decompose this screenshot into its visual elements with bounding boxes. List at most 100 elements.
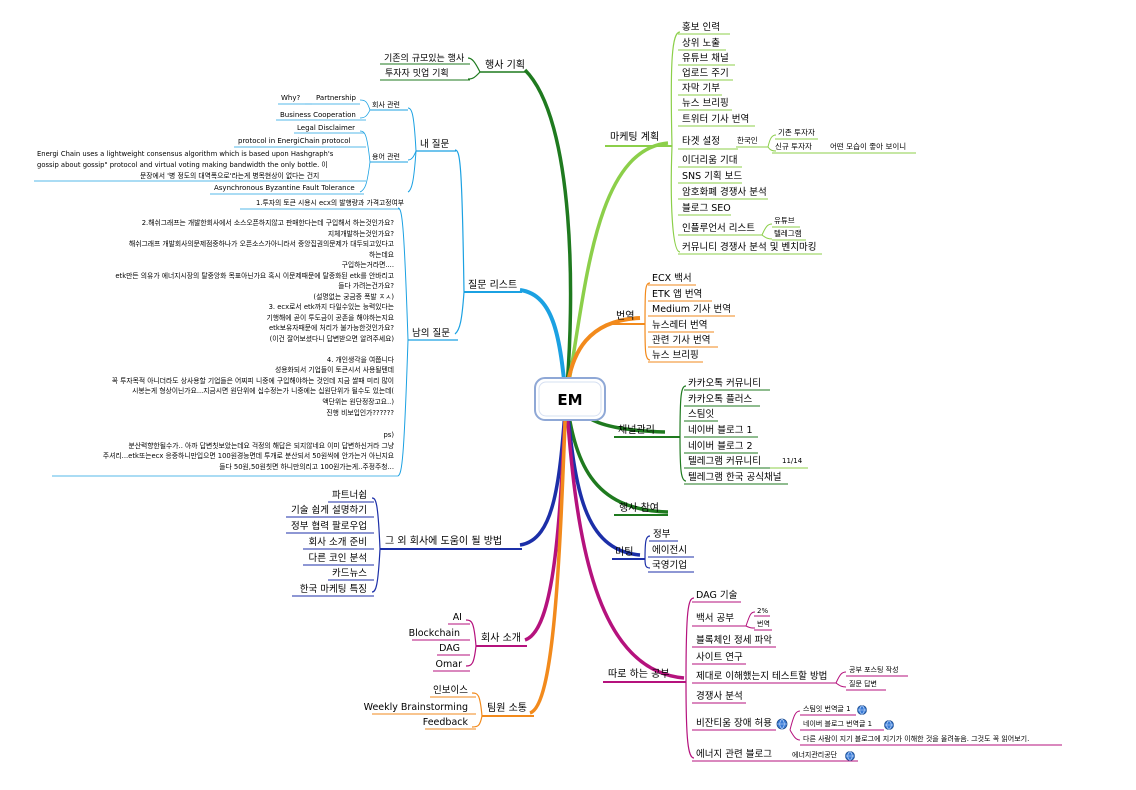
others-line[interactable]: etk보유자때문에 처리가 불가능한것인가요? xyxy=(269,323,394,332)
async-label[interactable]: Asynchronous Byzantine Fault Tolerance xyxy=(214,184,355,192)
translation-item[interactable]: Medium 기사 번역 xyxy=(652,304,731,315)
channel-item[interactable]: 스팀잇 xyxy=(688,408,714,420)
energi-text[interactable]: Energi Chain uses a lightweight consensu… xyxy=(37,150,334,158)
partnership-label[interactable]: Partnership xyxy=(316,94,356,102)
globe-icon[interactable] xyxy=(884,720,894,730)
study-item[interactable]: 비잔티움 장애 허용 xyxy=(696,718,772,729)
others-line[interactable]: 하는데요 xyxy=(369,250,394,259)
target-sub-label[interactable]: 한국인 xyxy=(737,135,758,145)
marketing-item[interactable]: 유튜브 채널 xyxy=(682,53,729,64)
team-item[interactable]: 인보이스 xyxy=(433,685,468,696)
study-item[interactable]: 에너지 관련 블로그 xyxy=(696,749,772,760)
others-line[interactable]: 주셔리...etk또는ecx 응중하니만입으면 100원경능면데 투개로 분산되… xyxy=(103,451,394,460)
study-item[interactable]: DAG 기술 xyxy=(696,590,738,601)
marketing-item[interactable]: 뉴스 브리핑 xyxy=(682,98,729,109)
branch-label-channel[interactable]: 채널관리 xyxy=(618,424,655,436)
globe-icon[interactable] xyxy=(776,718,788,730)
branch-label-study[interactable]: 따로 하는 공부 xyxy=(608,667,670,680)
others-line[interactable]: 분산력향한될수가.. 아까 답변칫보았는데요 걱정의 해답은 되지않네요 이미 … xyxy=(129,441,394,450)
branch-label-marketing[interactable]: 마케팅 계획 xyxy=(610,131,659,143)
marketing-item[interactable]: 커뮤니티 경쟁사 분석 및 벤치마킹 xyxy=(682,241,816,253)
test-sub[interactable]: 공부 포스팅 작성 xyxy=(849,665,899,674)
channel-item[interactable]: 네이버 블로그 2 xyxy=(688,441,753,452)
branch-label-event-join[interactable]: 행사 참여 xyxy=(619,502,659,514)
intro-item[interactable]: Omar xyxy=(436,659,463,670)
business-coop-label[interactable]: Business Cooperation xyxy=(280,111,356,119)
others-line[interactable]: etk만든 의유가 에너지시장의 탈중앙화 목표아닌가요 혹시 이문제때문에 탈… xyxy=(115,271,394,280)
intro-item[interactable]: AI xyxy=(453,612,462,623)
help-item[interactable]: 한국 마케팅 특징 xyxy=(300,584,367,595)
event-plan-item[interactable]: 투자자 밋업 기획 xyxy=(385,67,449,79)
others-line[interactable]: 1.투자의 토큰 시용시 ecx의 발행량과 가격고정여부 xyxy=(256,198,404,207)
intro-item[interactable]: Blockchain xyxy=(409,628,460,639)
marketing-item[interactable]: 상위 노출 xyxy=(682,37,720,49)
channel-item[interactable]: 카카오톡 커뮤니티 xyxy=(688,378,761,389)
translation-item[interactable]: ECX 백서 xyxy=(652,273,692,284)
others-line[interactable]: 기행해에 곧이 투도금이 공존을 해야하는지요 xyxy=(267,313,394,322)
influencer-sub-item[interactable]: 유튜브 xyxy=(774,216,795,225)
others-line[interactable]: (이건 잘어보셨다니 답변받으면 알려주세요) xyxy=(270,334,395,343)
others-line[interactable]: 2.해쉬그래프는 개발한회사에서 소스오픈하지않고 판매한다는데 구입해서 하는… xyxy=(142,218,395,227)
channel-item[interactable]: 네이버 블로그 1 xyxy=(688,425,753,436)
marketing-item[interactable]: 홍보 인력 xyxy=(682,21,720,33)
marketing-item[interactable]: SNS 기획 보드 xyxy=(682,170,742,182)
others-line[interactable]: 들다 50원,50원칫면 하니만의리고 100원가는게..주정주청... xyxy=(219,462,394,471)
translation-item[interactable]: ETK 앱 번역 xyxy=(652,288,702,300)
branch-label-team[interactable]: 팀원 소통 xyxy=(487,702,527,714)
why-label[interactable]: Why? xyxy=(281,94,301,102)
marketing-item[interactable]: 이더리움 기대 xyxy=(682,155,737,166)
test-sub[interactable]: 질문 답변 xyxy=(849,679,877,688)
others-line[interactable]: 3. ecx로서 etk까지 다일수있는 능력있다는 xyxy=(269,302,394,311)
translation-item[interactable]: 뉴스 브리핑 xyxy=(652,350,699,361)
meeting-item[interactable]: 국영기업 xyxy=(652,559,687,571)
center-node[interactable]: EM xyxy=(534,377,606,421)
others-line[interactable]: 해쉬그래프 개발회사의문제점중하나가 오픈소스가아니라서 중앙집권의문제가 대두… xyxy=(129,239,394,248)
company-relation-label[interactable]: 회사 관련 xyxy=(372,100,400,109)
whitepaper-sub[interactable]: 2% xyxy=(757,607,768,615)
meeting-item[interactable]: 정부 xyxy=(653,529,671,540)
bft-sub[interactable]: 네이버 블로그 번역글 1 xyxy=(803,719,872,728)
globe-icon[interactable] xyxy=(857,705,867,715)
marketing-item[interactable]: 자막 기부 xyxy=(682,83,720,94)
influencer-sub-item[interactable]: 텔레그램 xyxy=(774,228,802,238)
study-item[interactable]: 제대로 이해했는지 테스트할 방법 xyxy=(696,670,827,682)
channel-item[interactable]: 텔레그램 한국 공식채널 xyxy=(688,471,781,483)
others-line[interactable]: 구입하는거라면.... xyxy=(342,260,394,269)
others-line[interactable]: (설명없는 궁금증 폭발 ㅈㅅ) xyxy=(313,292,394,301)
help-item[interactable]: 기술 쉽게 설명하기 xyxy=(291,504,367,516)
others-line[interactable]: 4. 개인생각을 여쭙니다 xyxy=(327,355,395,364)
study-item[interactable]: 백서 공부 xyxy=(696,613,734,624)
branch-label-event-plan[interactable]: 행사 기획 xyxy=(485,59,525,71)
others-line[interactable]: 액단위는 원단정장고요..) xyxy=(322,397,394,406)
help-item[interactable]: 다른 코인 분석 xyxy=(309,553,367,564)
branch-label-translation[interactable]: 번역 xyxy=(616,310,634,322)
help-item[interactable]: 회사 소개 준비 xyxy=(309,537,367,548)
intro-item[interactable]: DAG xyxy=(439,643,460,654)
others-line[interactable]: 시봉는게 형상이닌가요...지금시면 원단위에 십수정는가 니중에는 십원단위가… xyxy=(132,386,394,395)
globe-icon[interactable] xyxy=(845,751,855,761)
target-sub-item[interactable]: 기존 투자자 xyxy=(778,128,815,137)
energi-text[interactable]: 문장에서 '병 정도의 대역폭으로'라는게 병목현상이 없다는 건지 xyxy=(140,171,319,180)
telegram-note[interactable]: 11/14 xyxy=(782,457,803,465)
whitepaper-sub[interactable]: 번역 xyxy=(757,619,770,628)
study-item[interactable]: 사이트 연구 xyxy=(696,652,743,663)
channel-item[interactable]: 카카오톡 플러스 xyxy=(688,394,752,405)
meeting-item[interactable]: 에이전시 xyxy=(652,545,687,556)
others-line[interactable]: 들다 가려는건가요? xyxy=(338,281,394,290)
study-item[interactable]: 블록체인 정세 파악 xyxy=(696,634,772,646)
help-item[interactable]: 정부 협력 팔로우업 xyxy=(291,520,367,532)
others-line[interactable]: 진행 비보입인가?????? xyxy=(326,408,394,417)
others-questions-label[interactable]: 남의 질문 xyxy=(412,327,450,339)
branch-label-help[interactable]: 그 외 회사에 도움이 될 방법 xyxy=(385,535,502,547)
target-sub-item[interactable]: 신규 투자자 xyxy=(775,142,812,151)
help-item[interactable]: 카드뉴스 xyxy=(332,568,367,579)
translation-item[interactable]: 관련 기사 번역 xyxy=(652,335,710,346)
energi-text[interactable]: gossip about gossip" protocol and virtua… xyxy=(37,160,328,169)
others-line[interactable]: 지체개발하는것인가요? xyxy=(328,229,395,238)
branch-label-meeting[interactable]: 미팅 xyxy=(615,546,633,558)
team-item[interactable]: Weekly Brainstorming xyxy=(364,702,468,713)
terms-label[interactable]: 용어 관련 xyxy=(372,152,400,161)
marketing-item[interactable]: 타겟 설정 xyxy=(682,136,720,147)
event-plan-item[interactable]: 기존의 규모있는 행사 xyxy=(384,52,465,64)
marketing-item[interactable]: 업로드 주기 xyxy=(682,67,729,79)
